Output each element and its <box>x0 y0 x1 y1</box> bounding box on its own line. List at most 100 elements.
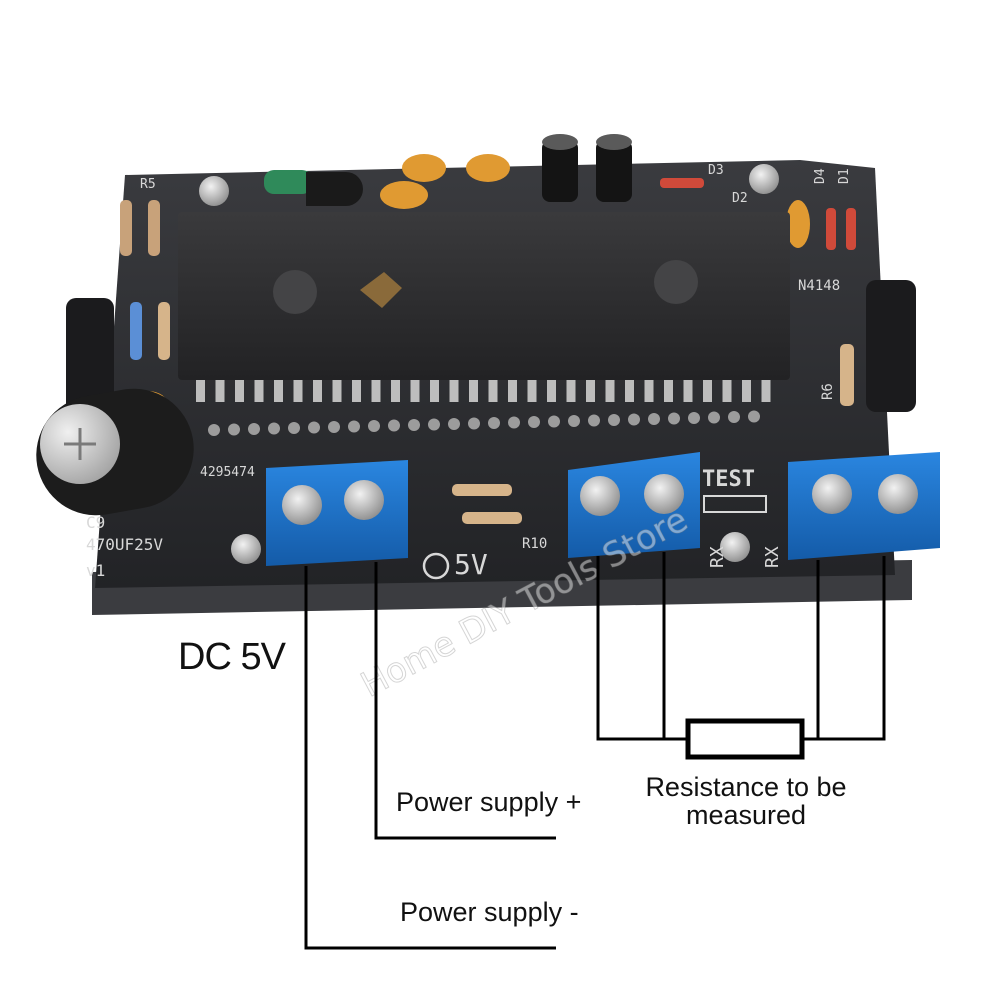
header-pin <box>468 417 480 430</box>
wire-power-plus <box>374 562 556 840</box>
resistor-symbol-icon <box>685 718 805 760</box>
header-pin <box>508 416 520 429</box>
header-pin <box>448 418 460 430</box>
header-pin <box>608 414 620 426</box>
silk-d4: D4 <box>813 168 828 184</box>
header-pin <box>408 419 420 431</box>
silk-c9: C9 <box>86 513 105 532</box>
silk-d1: D1 <box>837 168 852 184</box>
header-pin <box>228 423 240 436</box>
header-pin <box>308 421 320 434</box>
ic-pin <box>566 380 576 402</box>
ic-pin <box>352 380 361 402</box>
ic-pin <box>254 380 264 402</box>
electrolytic-capacitor-c9 <box>36 388 194 516</box>
dc-5v-label: DC 5V <box>178 636 286 678</box>
ic-pin <box>430 380 439 402</box>
ic-pin <box>664 380 673 402</box>
ic-pin <box>703 380 712 402</box>
header-pin <box>708 411 720 424</box>
ic-pin <box>683 380 693 402</box>
ic-pin <box>371 380 381 402</box>
ic-pin <box>215 380 225 402</box>
silk-rx-1: RX <box>707 546 728 568</box>
mounting-holes <box>199 164 779 564</box>
header-pin <box>648 413 660 425</box>
header-pin <box>688 412 700 424</box>
terminal-block-power <box>266 460 408 566</box>
wire-test-left-a <box>596 556 688 741</box>
header-pin <box>328 421 340 433</box>
ic-pin <box>742 380 751 402</box>
right-standoff <box>866 280 916 412</box>
silk-rx-outline <box>703 495 767 513</box>
header-pin <box>208 424 220 436</box>
wiring <box>304 552 886 950</box>
top-capacitors <box>542 134 632 202</box>
silk-d2: D2 <box>732 191 748 206</box>
ic-pin <box>293 380 303 402</box>
header-pin <box>528 416 540 428</box>
header-pins <box>208 410 760 436</box>
ic-pin <box>625 380 634 402</box>
resistors-left <box>120 200 854 406</box>
screw-terminal-icon <box>344 480 384 520</box>
ic-pin <box>488 380 498 402</box>
resistors-middle <box>452 484 522 524</box>
header-pin <box>668 412 680 425</box>
ic-pin <box>508 380 517 402</box>
ic-pin <box>235 380 244 402</box>
silk-test: TEST <box>702 467 755 492</box>
header-pin <box>288 422 300 434</box>
silk-rx-2: RX <box>762 546 783 568</box>
inductor-transistor <box>264 170 363 206</box>
header-pin <box>368 420 380 432</box>
terminal-block-test-left <box>568 452 700 558</box>
wire-power-minus <box>304 566 556 950</box>
silk-cap-rating: 470UF25V <box>86 535 163 554</box>
terminal-block-test-right <box>788 452 940 560</box>
ic-pins <box>196 380 771 402</box>
silk-d3: D3 <box>708 163 724 178</box>
ic-pin <box>722 380 732 402</box>
screw-terminal-icon <box>580 476 620 516</box>
diodes-right <box>660 178 856 250</box>
header-pin <box>268 422 280 435</box>
silk-5v-circle <box>422 552 450 580</box>
header-pin <box>568 415 580 427</box>
header-pin <box>248 423 260 435</box>
ic-logo-icon <box>360 272 402 308</box>
ic-pin <box>449 380 459 402</box>
silk-5v: 5V <box>454 548 488 581</box>
header-pin <box>428 418 440 431</box>
screw-terminal-icon <box>644 474 684 514</box>
ic-pin <box>469 380 478 402</box>
silk-diode-type: N4148 <box>798 278 840 294</box>
ic-pin <box>274 380 283 402</box>
power-supply-minus-label: Power supply - <box>400 897 579 927</box>
ic-pin <box>391 380 400 402</box>
header-pin <box>388 419 400 432</box>
header-pin <box>488 417 500 429</box>
header-pin <box>548 415 560 428</box>
screw-terminal-icon <box>878 474 918 514</box>
microcontroller-ic <box>178 212 790 380</box>
ic-pin <box>410 380 420 402</box>
silk-r5: R5 <box>140 177 156 192</box>
header-pin <box>628 413 640 426</box>
ic-pin <box>527 380 537 402</box>
ic-pin <box>547 380 556 402</box>
header-pin <box>348 420 360 433</box>
header-pin <box>728 411 740 423</box>
ic-pin <box>196 380 205 402</box>
silk-r10: R10 <box>522 536 547 552</box>
ic-pin <box>332 380 342 402</box>
ceramic-capacitors <box>128 154 810 419</box>
silk-board-serial: 4295474 <box>200 465 255 480</box>
resistance-measured-label: Resistance to be measured <box>645 772 847 830</box>
ic-pin <box>644 380 654 402</box>
ic-pin <box>586 380 595 402</box>
ic-pin <box>761 380 771 402</box>
wire-test-right-b <box>802 556 886 741</box>
